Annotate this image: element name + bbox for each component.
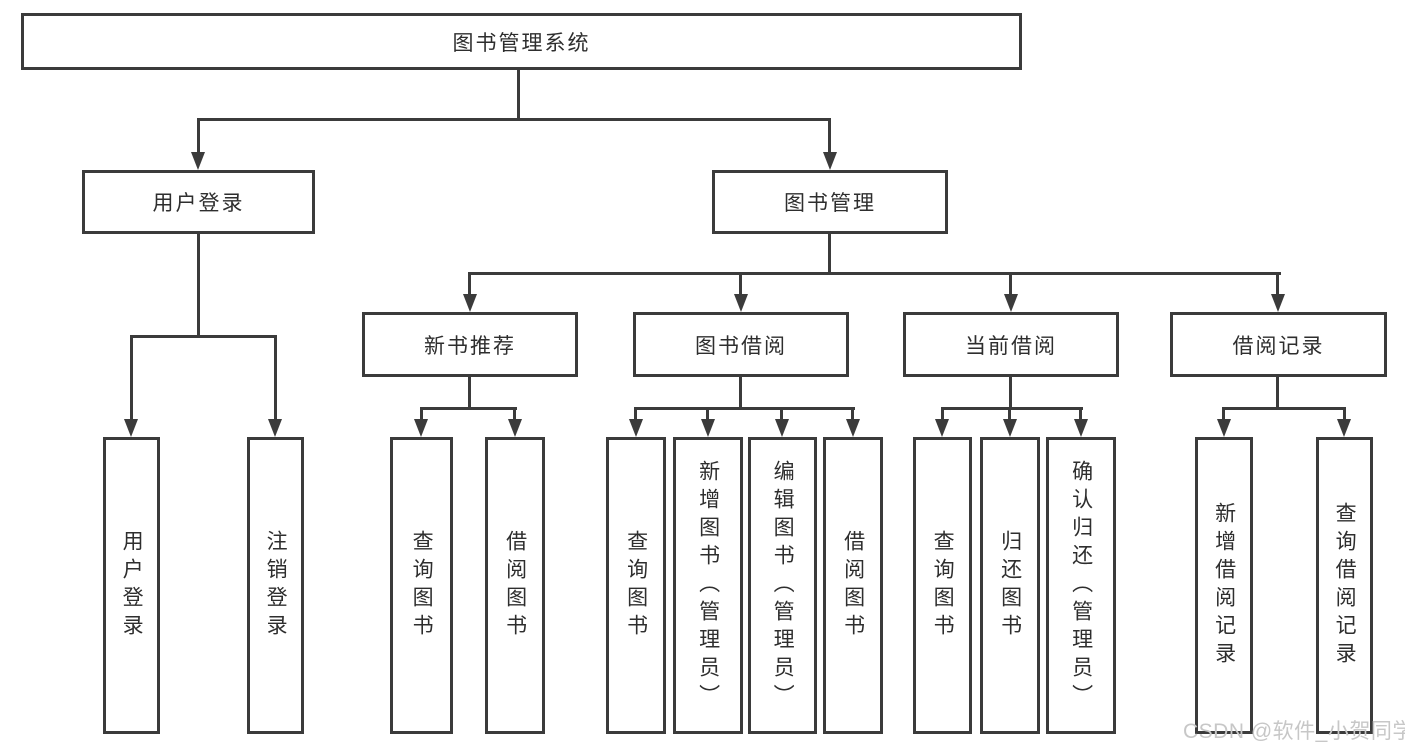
arrow-down-icon (629, 419, 643, 437)
arrow-down-icon (775, 419, 789, 437)
connector-v (1343, 407, 1346, 421)
connector-v (828, 118, 831, 154)
node-label: 借阅图书 (503, 529, 527, 642)
leaf-query-books-borrow: 查询图书 (606, 437, 666, 734)
node-label: 编辑图书（管理员） (771, 459, 795, 712)
arrow-down-icon (268, 419, 282, 437)
arrow-down-icon (1271, 294, 1285, 312)
connector-h (1222, 407, 1346, 410)
connector-v (1009, 272, 1012, 296)
connector-v (1008, 407, 1011, 421)
leaf-borrow-books-recommend: 借阅图书 (485, 437, 545, 734)
arrow-down-icon (846, 419, 860, 437)
node-book-management: 图书管理 (712, 170, 948, 234)
leaf-query-books-recommend: 查询图书 (390, 437, 453, 734)
leaf-confirm-return-admin: 确认归还（管理员） (1046, 437, 1116, 734)
node-current-borrowing: 当前借阅 (903, 312, 1119, 377)
connector-v (197, 118, 200, 154)
node-label: 查询图书 (624, 529, 648, 642)
node-user-login: 用户登录 (82, 170, 315, 234)
connector-v (851, 407, 854, 421)
connector-v (706, 407, 709, 421)
connector-v (941, 407, 944, 421)
arrow-down-icon (1003, 419, 1017, 437)
arrow-down-icon (1217, 419, 1231, 437)
connector-v (130, 335, 133, 421)
connector-v (739, 272, 742, 296)
leaf-query-books-current: 查询图书 (913, 437, 972, 734)
node-label: 注销登录 (264, 529, 288, 642)
connector-v (468, 377, 471, 410)
connector-v (780, 407, 783, 421)
node-label: 图书管理系统 (452, 31, 591, 55)
node-library-system: 图书管理系统 (21, 13, 1022, 70)
arrow-down-icon (701, 419, 715, 437)
node-label: 确认归还（管理员） (1069, 459, 1093, 712)
node-new-book-recommend: 新书推荐 (362, 312, 578, 377)
connector-v (739, 377, 742, 410)
connector-h (941, 407, 1083, 410)
leaf-query-borrow-record: 查询借阅记录 (1316, 437, 1373, 734)
arrow-down-icon (124, 419, 138, 437)
connector-v (468, 272, 471, 296)
connector-v (1276, 377, 1279, 410)
watermark: CSDN @软件_小贺同学 (1183, 720, 1405, 743)
connector-v (828, 234, 831, 275)
leaf-borrow-books: 借阅图书 (823, 437, 883, 734)
connector-v (513, 407, 516, 421)
arrow-down-icon (1004, 294, 1018, 312)
leaf-add-borrow-record: 新增借阅记录 (1195, 437, 1253, 734)
node-label: 新书推荐 (424, 334, 516, 358)
connector-v (197, 234, 200, 338)
node-label: 新增借阅记录 (1212, 501, 1236, 670)
arrow-down-icon (414, 419, 428, 437)
node-label: 查询图书 (410, 529, 434, 642)
arrow-down-icon (1074, 419, 1088, 437)
arrow-down-icon (463, 294, 477, 312)
leaf-add-books-admin: 新增图书（管理员） (673, 437, 743, 734)
connector-v (274, 335, 277, 421)
connector-v (1009, 377, 1012, 410)
connector-v (1222, 407, 1225, 421)
node-label: 图书借阅 (695, 334, 787, 358)
node-label: 借阅图书 (841, 529, 865, 642)
node-label: 归还图书 (998, 529, 1022, 642)
leaf-user-login: 用户登录 (103, 437, 160, 734)
connector-v (517, 70, 520, 121)
connector-v (1079, 407, 1082, 421)
node-label: 用户登录 (120, 529, 144, 642)
node-label: 借阅记录 (1232, 334, 1325, 358)
connector-v (1276, 272, 1279, 296)
arrow-down-icon (823, 152, 837, 170)
arrow-down-icon (508, 419, 522, 437)
leaf-logout: 注销登录 (247, 437, 304, 734)
arrow-down-icon (191, 152, 205, 170)
node-label: 图书管理 (784, 192, 876, 215)
connector-h (420, 407, 517, 410)
node-label: 查询借阅记录 (1333, 501, 1357, 670)
connector-v (420, 407, 423, 421)
arrow-down-icon (734, 294, 748, 312)
leaf-return-books: 归还图书 (980, 437, 1040, 734)
node-label: 查询图书 (931, 529, 955, 642)
leaf-edit-books-admin: 编辑图书（管理员） (748, 437, 817, 734)
connector-h (197, 118, 831, 121)
node-book-borrowing: 图书借阅 (633, 312, 849, 377)
connector-h (634, 407, 855, 410)
node-label: 当前借阅 (965, 334, 1057, 358)
connector-h (468, 272, 1281, 275)
node-label: 新增图书（管理员） (696, 459, 720, 712)
node-borrowing-records: 借阅记录 (1170, 312, 1387, 377)
connector-v (634, 407, 637, 421)
connector-h (130, 335, 277, 338)
arrow-down-icon (1337, 419, 1351, 437)
node-label: 用户登录 (152, 192, 245, 215)
arrow-down-icon (935, 419, 949, 437)
